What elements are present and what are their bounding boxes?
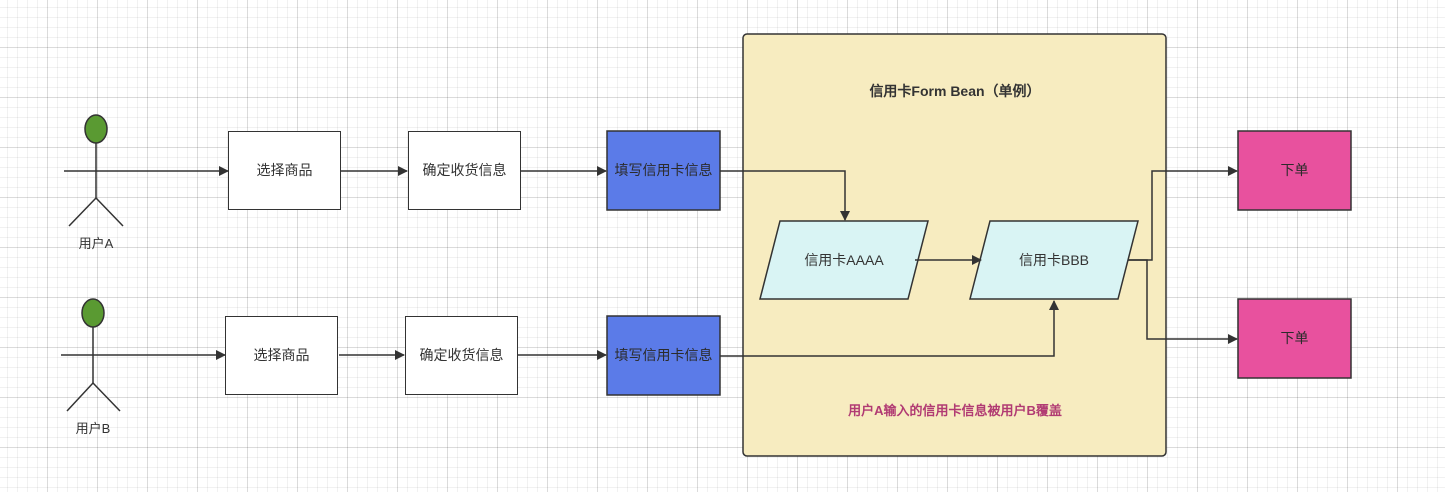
actor-b-label: 用户B (75, 420, 111, 436)
edge-fill-a-to-card-a (720, 170, 850, 221)
actor-a-label: 用户A (78, 235, 114, 251)
place-order-bottom[interactable]: 下单 (1280, 330, 1309, 346)
select-product-a[interactable]: 选择商品 (228, 131, 341, 210)
order-bottom-shape (1237, 298, 1352, 379)
card-a-parallelogram (759, 220, 929, 300)
card-b-parallelogram (969, 220, 1139, 300)
actor-b-figure (61, 298, 125, 412)
confirm-address-b[interactable]: 确定收货信息 (405, 316, 518, 395)
fill-card-info-a[interactable]: 填写信用卡信息 (614, 162, 713, 178)
place-order-top[interactable]: 下单 (1280, 162, 1309, 178)
overwrite-note: 用户A输入的信用卡信息被用户B覆盖 (848, 402, 1062, 418)
card-b-label[interactable]: 信用卡BBB (1018, 251, 1089, 268)
fill-card-info-b[interactable]: 填写信用卡信息 (614, 347, 713, 363)
edge-card-b-to-order-bottom (1128, 259, 1238, 344)
select-product-b[interactable]: 选择商品 (225, 316, 338, 395)
card-a-label[interactable]: 信用卡AAAA (804, 251, 884, 268)
actor-b-head (81, 298, 105, 328)
edge-fill-b-to-card-b (720, 300, 1059, 357)
actor-a-head (84, 114, 108, 144)
fill-card-b-shape (606, 315, 721, 396)
container-title: 信用卡Form Bean（单例） (869, 82, 1041, 99)
confirm-address-a[interactable]: 确定收货信息 (408, 131, 521, 210)
fill-card-a-shape (606, 130, 721, 211)
form-bean-container (742, 33, 1167, 457)
actor-a-figure (64, 114, 128, 227)
order-top-shape (1237, 130, 1352, 211)
